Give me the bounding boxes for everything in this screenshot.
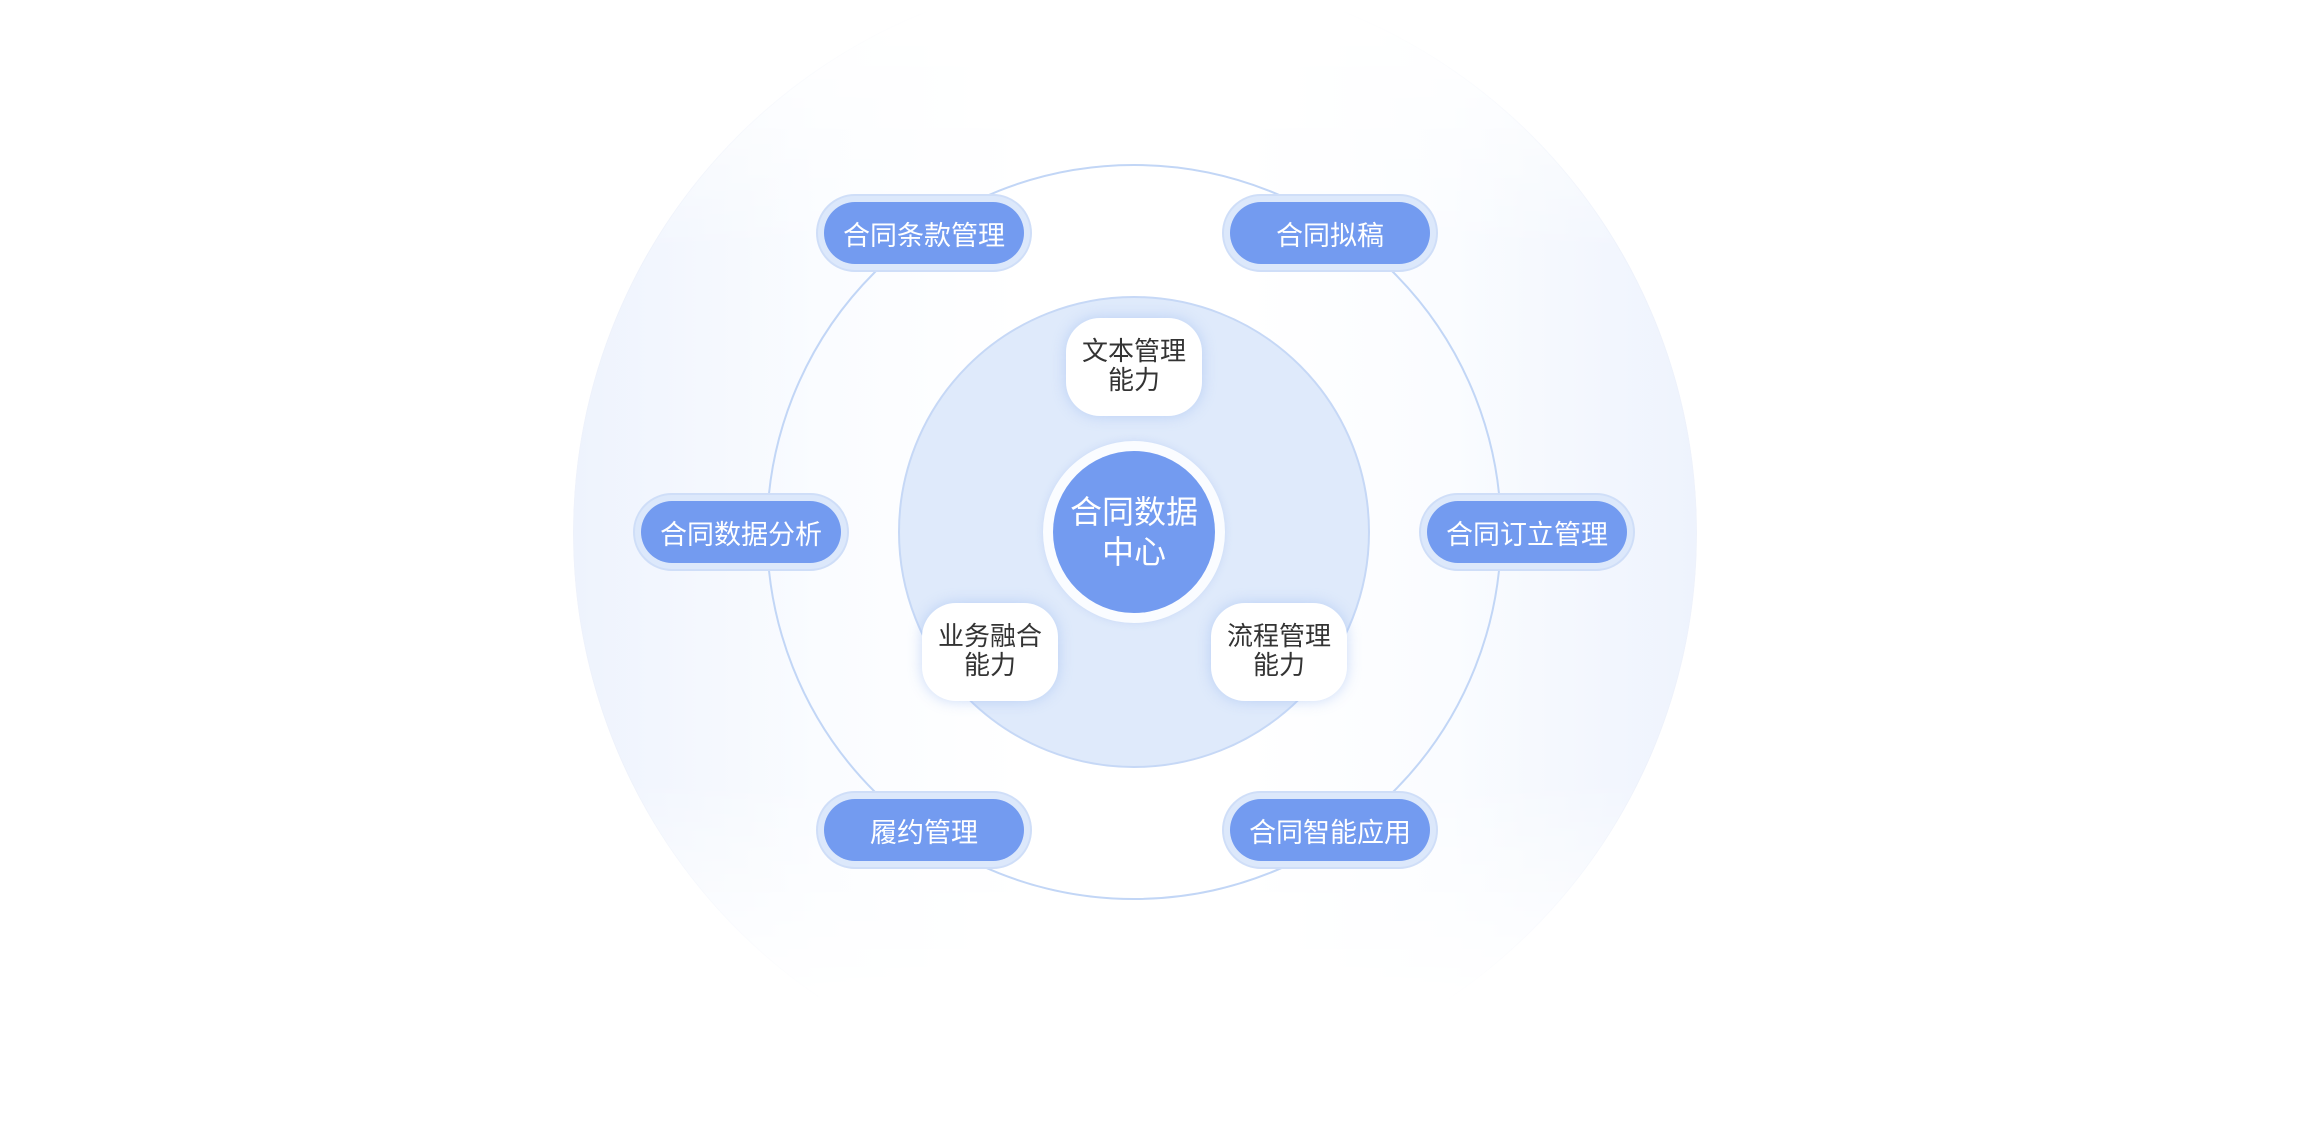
module-label: 合同条款管理 [824, 202, 1024, 264]
center-label: 合同数据 中心 [1069, 493, 1198, 571]
module-clause-management: 合同条款管理 [816, 194, 1032, 272]
module-label: 履约管理 [824, 799, 1024, 861]
module-label: 合同订立管理 [1427, 501, 1627, 563]
capability-business-integration: 业务融合 能力 [922, 603, 1058, 701]
module-label: 合同拟稿 [1230, 202, 1430, 264]
module-drafting: 合同拟稿 [1222, 194, 1438, 272]
module-label: 合同智能应用 [1230, 799, 1430, 861]
center-node: 合同数据 中心 [1053, 451, 1215, 613]
module-signing-management: 合同订立管理 [1419, 493, 1635, 571]
module-data-analysis: 合同数据分析 [633, 493, 849, 571]
module-performance-management: 履约管理 [816, 791, 1032, 869]
capability-process-management: 流程管理 能力 [1211, 603, 1347, 701]
capability-text-management: 文本管理 能力 [1066, 318, 1202, 416]
module-smart-application: 合同智能应用 [1222, 791, 1438, 869]
module-label: 合同数据分析 [641, 501, 841, 563]
